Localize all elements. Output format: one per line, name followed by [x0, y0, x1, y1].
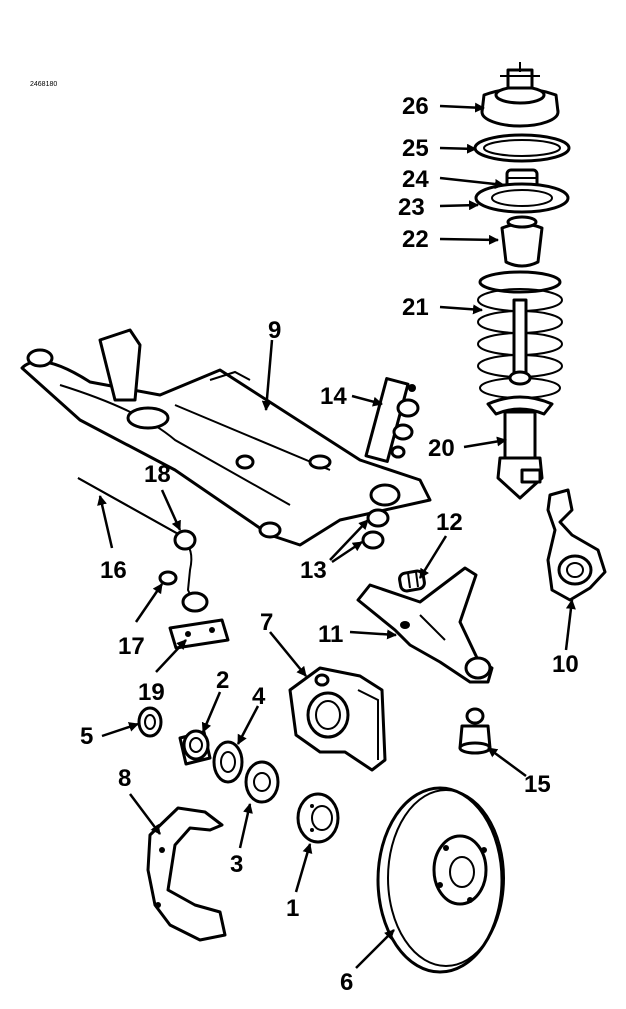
callout-23: 23: [398, 194, 425, 221]
arrow-7: [269, 631, 307, 677]
callout-5: 5: [80, 723, 93, 750]
callout-15: 15: [524, 771, 551, 798]
steering-knuckle-part: [546, 488, 607, 602]
wheel-hub-part: [244, 760, 280, 804]
callout-7: 7: [260, 609, 273, 636]
callout-arrows: [97, 102, 576, 969]
callout-19: 19: [138, 679, 165, 706]
arrow-8: [129, 793, 161, 835]
callout-18: 18: [144, 461, 171, 488]
retainer-ring-part: [212, 740, 244, 784]
arrow-2: [201, 691, 222, 733]
crossmember-subframe-part: [20, 328, 432, 547]
arrow-13a: [329, 519, 369, 561]
callout-24: 24: [402, 166, 429, 193]
bearing-ring-part: [473, 133, 571, 163]
splash-shield-part: [146, 806, 227, 942]
arrow-15: [487, 746, 527, 778]
callout-22: 22: [402, 226, 429, 253]
diagram-code: 2468180: [30, 81, 57, 88]
callout-4: 4: [252, 683, 266, 710]
arrow-5: [101, 722, 139, 738]
arrow-20: [463, 436, 507, 449]
arrow-16: [97, 495, 114, 549]
arrow-13b: [331, 540, 363, 564]
callout-10: 10: [552, 651, 579, 678]
arrow-23: [439, 200, 479, 211]
arrow-24: [439, 176, 505, 189]
callout-9: 9: [268, 317, 281, 344]
arrow-19: [155, 639, 187, 673]
callout-26: 26: [402, 93, 429, 120]
callout-6: 6: [340, 969, 353, 996]
arrow-21: [439, 304, 483, 315]
stabilizer-bushing-part: [158, 570, 178, 586]
arrow-18: [160, 489, 182, 531]
strut-assembly-part: [486, 298, 554, 500]
brake-rotor-part: [376, 786, 505, 974]
mount-bolt-part: [361, 508, 390, 550]
arrow-12: [418, 535, 448, 579]
stabilizer-link-part: [173, 529, 209, 613]
arrow-6: [355, 929, 395, 969]
callout-13: 13: [300, 557, 327, 584]
callout-17: 17: [118, 633, 145, 660]
brake-caliper-part: [288, 666, 387, 772]
lower-control-arm-part: [356, 566, 494, 684]
arrow-9: [261, 339, 274, 411]
arrow-3: [238, 803, 253, 849]
hub-seal-part: [137, 706, 163, 738]
bushing-kit-part: [364, 377, 420, 463]
dust-boot-part: [500, 215, 544, 268]
callout-8: 8: [118, 765, 131, 792]
arrow-14: [351, 394, 383, 407]
wheel-bearing-part: [178, 729, 212, 766]
arrow-4: [236, 705, 260, 745]
callout-12: 12: [436, 509, 463, 536]
hub-flange-part: [296, 792, 340, 844]
arrow-25: [439, 143, 477, 154]
strut-mount-part: [480, 62, 560, 128]
callout-2: 2: [216, 667, 229, 694]
callout-25: 25: [402, 135, 429, 162]
control-arm-bushing-part: [398, 569, 426, 593]
callout-14: 14: [320, 383, 347, 410]
arrow-26: [439, 102, 485, 113]
stabilizer-bracket-part: [168, 618, 230, 650]
callout-20: 20: [428, 435, 455, 462]
arrow-10: [564, 599, 576, 651]
callout-11: 11: [318, 621, 343, 648]
callout-3: 3: [230, 851, 243, 878]
callout-21: 21: [402, 294, 429, 321]
spring-seat-part: [474, 182, 570, 214]
callout-1: 1: [286, 895, 299, 922]
ball-joint-part: [458, 707, 492, 755]
arrow-17: [134, 583, 164, 623]
arrow-11: [349, 629, 397, 640]
callout-16: 16: [100, 557, 127, 584]
arrow-22: [439, 234, 499, 245]
arrow-1: [294, 843, 313, 893]
